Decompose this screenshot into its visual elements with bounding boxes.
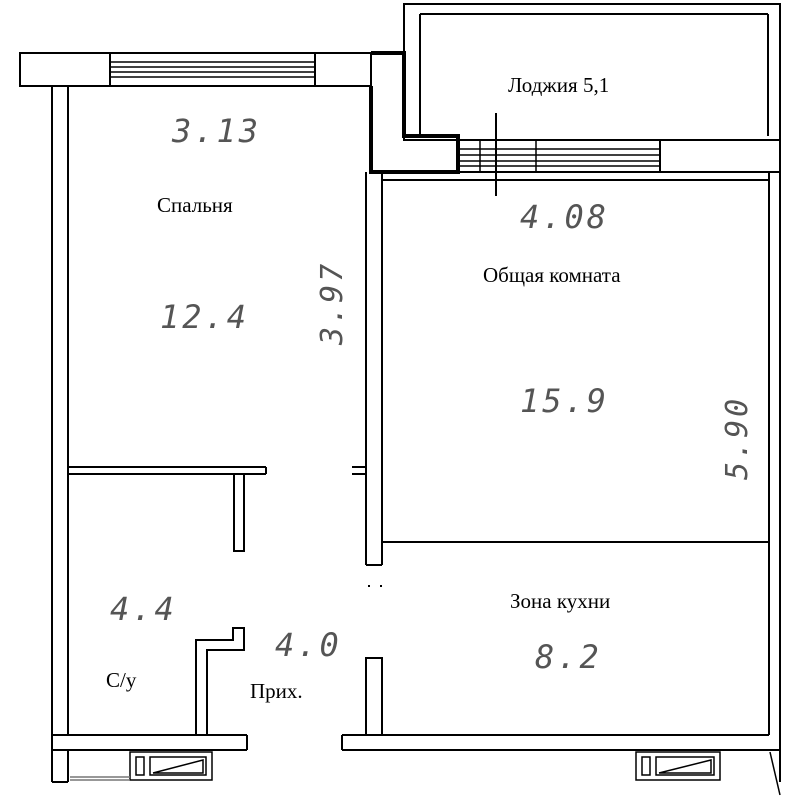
living-width-dim: 4.08	[520, 198, 609, 236]
partition-bedroom-bathroom	[68, 466, 267, 552]
bathroom-window	[70, 751, 213, 781]
hall-label: Прих.	[250, 679, 303, 703]
kitchen-window	[635, 751, 781, 796]
loggia-outer-wall	[403, 3, 781, 141]
bathroom-area: 4.4	[110, 590, 177, 628]
wall-joint-thick	[369, 51, 460, 174]
living-window	[458, 140, 660, 172]
bedroom-window	[110, 61, 315, 78]
bathroom-label: С/у	[106, 668, 137, 692]
living-depth-dim: 5.90	[720, 396, 755, 480]
partition-bedroom-living	[352, 172, 769, 566]
bathroom-right-wall	[195, 627, 245, 735]
loggia-label: Лоджия 5,1	[508, 73, 609, 97]
bedroom-depth-dim: 3.97	[315, 261, 350, 346]
left-exterior-wall	[51, 86, 69, 782]
right-exterior-wall	[768, 172, 781, 782]
living-top-wall	[458, 139, 781, 173]
door-marks	[368, 585, 382, 587]
bottom-exterior-wall	[52, 734, 780, 783]
corner-block-left	[19, 52, 111, 87]
wall-segment-top	[314, 52, 372, 87]
kitchen-area: 8.2	[535, 638, 602, 676]
kitchen-label: Зона кухни	[510, 589, 610, 613]
bedroom-top-wall	[19, 52, 372, 87]
kitchen-left-wall	[365, 657, 383, 735]
bedroom-area: 12.4	[160, 298, 249, 336]
hall-area: 4.0	[275, 626, 342, 664]
bedroom-width-dim: 3.13	[171, 112, 261, 150]
wall-block	[659, 139, 781, 173]
loggia	[403, 3, 781, 141]
living-area: 15.9	[520, 382, 609, 420]
bedroom-label: Спальня	[157, 193, 233, 217]
living-label: Общая комната	[483, 263, 621, 287]
